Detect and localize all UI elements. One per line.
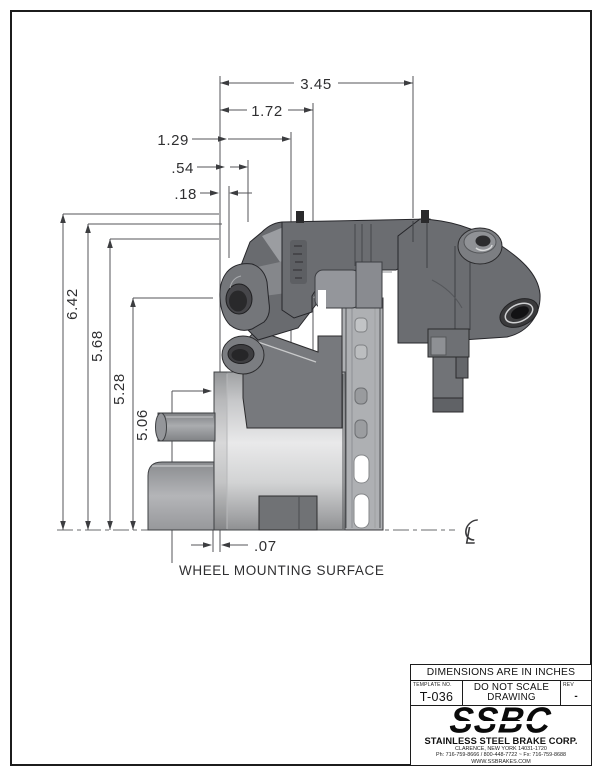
template-cell: TEMPLATE NO. T-036	[411, 681, 463, 705]
hub-flange	[147, 461, 215, 531]
caliper-hub-model	[147, 210, 541, 531]
rotor-section	[341, 297, 384, 531]
dim-6-42: 6.42	[64, 288, 81, 320]
title-block: DIMENSIONS ARE IN INCHES TEMPLATE NO. T-…	[410, 664, 592, 766]
guide-pin	[296, 211, 304, 223]
dimension-arrows	[60, 80, 413, 548]
bleed-screw-boss	[457, 227, 503, 265]
lower-mounting-ear	[221, 335, 265, 375]
dim-1-29: 1.29	[157, 132, 189, 149]
template-label: TEMPLATE NO.	[413, 682, 452, 688]
dim-5-28: 5.28	[111, 373, 128, 405]
pad-window-block	[314, 261, 383, 316]
fluid-inlet-port	[499, 298, 539, 328]
scale-note-line2: DRAWING	[487, 692, 536, 703]
caliper-lower-body	[242, 329, 343, 429]
centerline-symbol-icon	[465, 519, 478, 544]
dim-0-18: .18	[174, 186, 197, 203]
company-website: WWW.SSBRAKES.COM	[471, 758, 531, 765]
mounting-bracket	[427, 328, 470, 413]
template-number: T-036	[419, 690, 454, 704]
rev-label: REV	[563, 682, 574, 688]
guide-pin	[421, 210, 429, 223]
drawing-sheet-border	[10, 10, 592, 766]
dim-1-72: 1.72	[251, 103, 283, 120]
dim-0-54: .54	[171, 160, 194, 177]
units-note: DIMENSIONS ARE IN INCHES	[411, 665, 591, 681]
pad-anchor-block	[258, 495, 318, 531]
company-block: SSBC STAINLESS STEEL BRAKE CORP. CLARENC…	[411, 700, 591, 767]
company-phone: Ph: 716-759-8666 / 800-448-7722 ~ Fx: 71…	[436, 752, 566, 759]
rev-cell: REV -	[561, 681, 591, 705]
company-address: CLARENCE, NEW YORK 14031-1720	[455, 746, 547, 752]
scale-note-cell: DO NOT SCALE DRAWING	[463, 681, 561, 705]
dim-5-68: 5.68	[89, 330, 106, 362]
dim-0-07: .07	[254, 538, 277, 555]
scale-note-line1: DO NOT SCALE	[473, 681, 550, 693]
dim-5-06: 5.06	[134, 409, 151, 441]
company-name: STAINLESS STEEL BRAKE CORP.	[424, 736, 578, 746]
wheel-stud	[155, 412, 216, 442]
wheel-mounting-surface-label: WHEEL MOUNTING SURFACE	[179, 563, 384, 578]
casting-marks	[290, 240, 307, 284]
logo-slit-decoration	[446, 721, 556, 724]
ssbc-logo: SSBC	[446, 700, 556, 741]
dim-3-45: 3.45	[300, 76, 332, 93]
upper-mounting-ear	[219, 263, 270, 331]
rev-value: -	[574, 691, 578, 702]
dimension-labels: 3.45 1.72 1.29 .54 .18 6.42 5.68 5.28 5.…	[64, 74, 384, 578]
